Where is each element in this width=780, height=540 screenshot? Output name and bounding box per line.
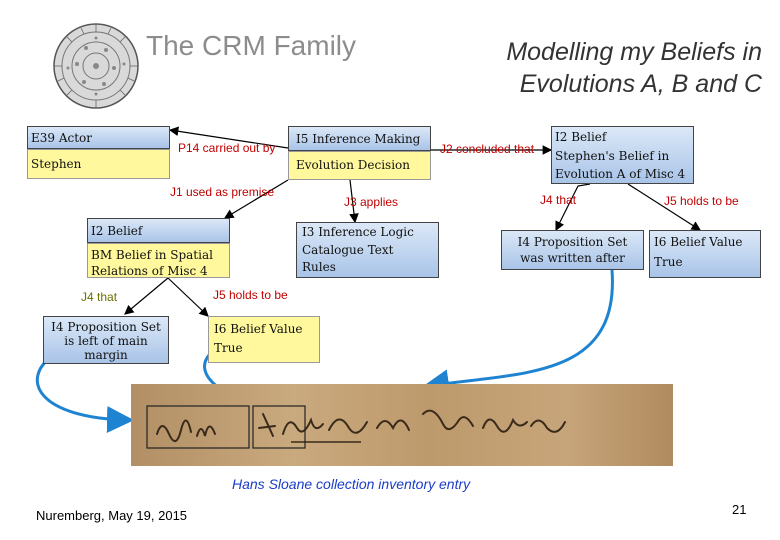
i2-belief-left-value-box: BM Belief in Spatial Relations of Misc 4 xyxy=(87,243,230,278)
margin-label: margin xyxy=(84,348,128,362)
i2-belief-right-label: I2 Belief xyxy=(555,130,607,144)
bm-belief-line-1: BM Belief in Spatial xyxy=(91,248,213,262)
e39-actor-value-box: Stephen xyxy=(27,149,170,179)
footer-location-date: Nuremberg, May 19, 2015 xyxy=(36,508,188,523)
i4-proposition-right-box: I4 Proposition Set was written after xyxy=(501,230,644,270)
j4-that-left-label: J4 that xyxy=(81,290,118,304)
catalogue-text-label: Catalogue Text xyxy=(302,243,394,257)
was-written-after-label: was written after xyxy=(520,251,625,265)
j5-holds-to-be-right-label: J5 holds to be xyxy=(664,194,739,208)
j2-concluded-that-label: J2 concluded that xyxy=(440,142,535,156)
e39-actor-label: E39 Actor xyxy=(31,131,93,145)
family-title: The CRM Family xyxy=(146,30,357,61)
j4-that-right-label: J4 that xyxy=(540,193,577,207)
i2-belief-right-box: I2 Belief Stephen's Belief in Evolution … xyxy=(551,126,694,184)
slide-title-line-1: Modelling my Beliefs in xyxy=(506,38,762,66)
slide-title-line-2: Evolutions A, B and C xyxy=(519,70,762,98)
i3-inference-logic-box: I3 Inference Logic Catalogue Text Rules xyxy=(296,222,439,278)
blue-link-left xyxy=(35,354,134,434)
e39-actor-class-box: E39 Actor xyxy=(27,126,170,149)
is-left-of-main-label: is left of main xyxy=(64,334,148,348)
i6-belief-value-left-box: I6 Belief Value True xyxy=(208,316,320,363)
i6-belief-value-right-box: I6 Belief Value True xyxy=(649,230,761,278)
i5-inference-label: I5 Inference Making xyxy=(296,132,421,146)
true-left-label: True xyxy=(214,341,243,355)
i4-proposition-right-label: I4 Proposition Set xyxy=(517,235,628,249)
i6-belief-value-right-label: I6 Belief Value xyxy=(654,235,743,249)
photo-caption: Hans Sloane collection inventory entry xyxy=(232,476,471,492)
rules-label: Rules xyxy=(302,260,336,274)
i2-belief-left-class-box: I2 Belief xyxy=(87,218,230,243)
stephen-label: Stephen xyxy=(31,157,82,171)
edge-j3 xyxy=(349,179,359,224)
i2-belief-right-line-3: Evolution A of Misc 4 xyxy=(555,167,686,181)
manuscript-photo xyxy=(131,384,673,466)
i3-inference-logic-label: I3 Inference Logic xyxy=(302,225,414,239)
i2-belief-right-line-2: Stephen's Belief in xyxy=(555,149,670,163)
true-right-label: True xyxy=(654,255,683,269)
j3-applies-label: J3 applies xyxy=(344,195,399,209)
i6-belief-value-left-label: I6 Belief Value xyxy=(214,322,303,336)
edge-j4-right xyxy=(555,183,591,232)
page-number: 21 xyxy=(732,502,747,517)
i5-inference-value-box: Evolution Decision xyxy=(288,151,431,180)
edge-j1 xyxy=(223,179,289,219)
i2-belief-left-label: I2 Belief xyxy=(91,224,143,238)
i4-proposition-left-label: I4 Proposition Set xyxy=(51,320,161,334)
evolution-decision-label: Evolution Decision xyxy=(296,158,410,172)
edge-j4-left xyxy=(124,277,169,315)
edge-p14 xyxy=(168,126,289,149)
phaistos-disc-logo xyxy=(48,18,144,114)
p14-carried-out-by-label: P14 carried out by xyxy=(178,141,276,155)
edge-j5-left xyxy=(167,277,209,317)
j5-holds-to-be-left-label: J5 holds to be xyxy=(213,288,288,302)
edge-j5-right xyxy=(627,183,702,231)
blue-link-right xyxy=(422,269,614,397)
bm-belief-line-2: Relations of Misc 4 xyxy=(91,264,208,278)
i4-proposition-left-box: I4 Proposition Set is left of main margi… xyxy=(43,316,169,364)
slide-title: Modelling my Beliefs in Evolutions A, B … xyxy=(440,36,762,100)
j1-used-as-premise-label: J1 used as premise xyxy=(170,185,275,199)
i5-inference-class-box: I5 Inference Making xyxy=(288,126,431,151)
